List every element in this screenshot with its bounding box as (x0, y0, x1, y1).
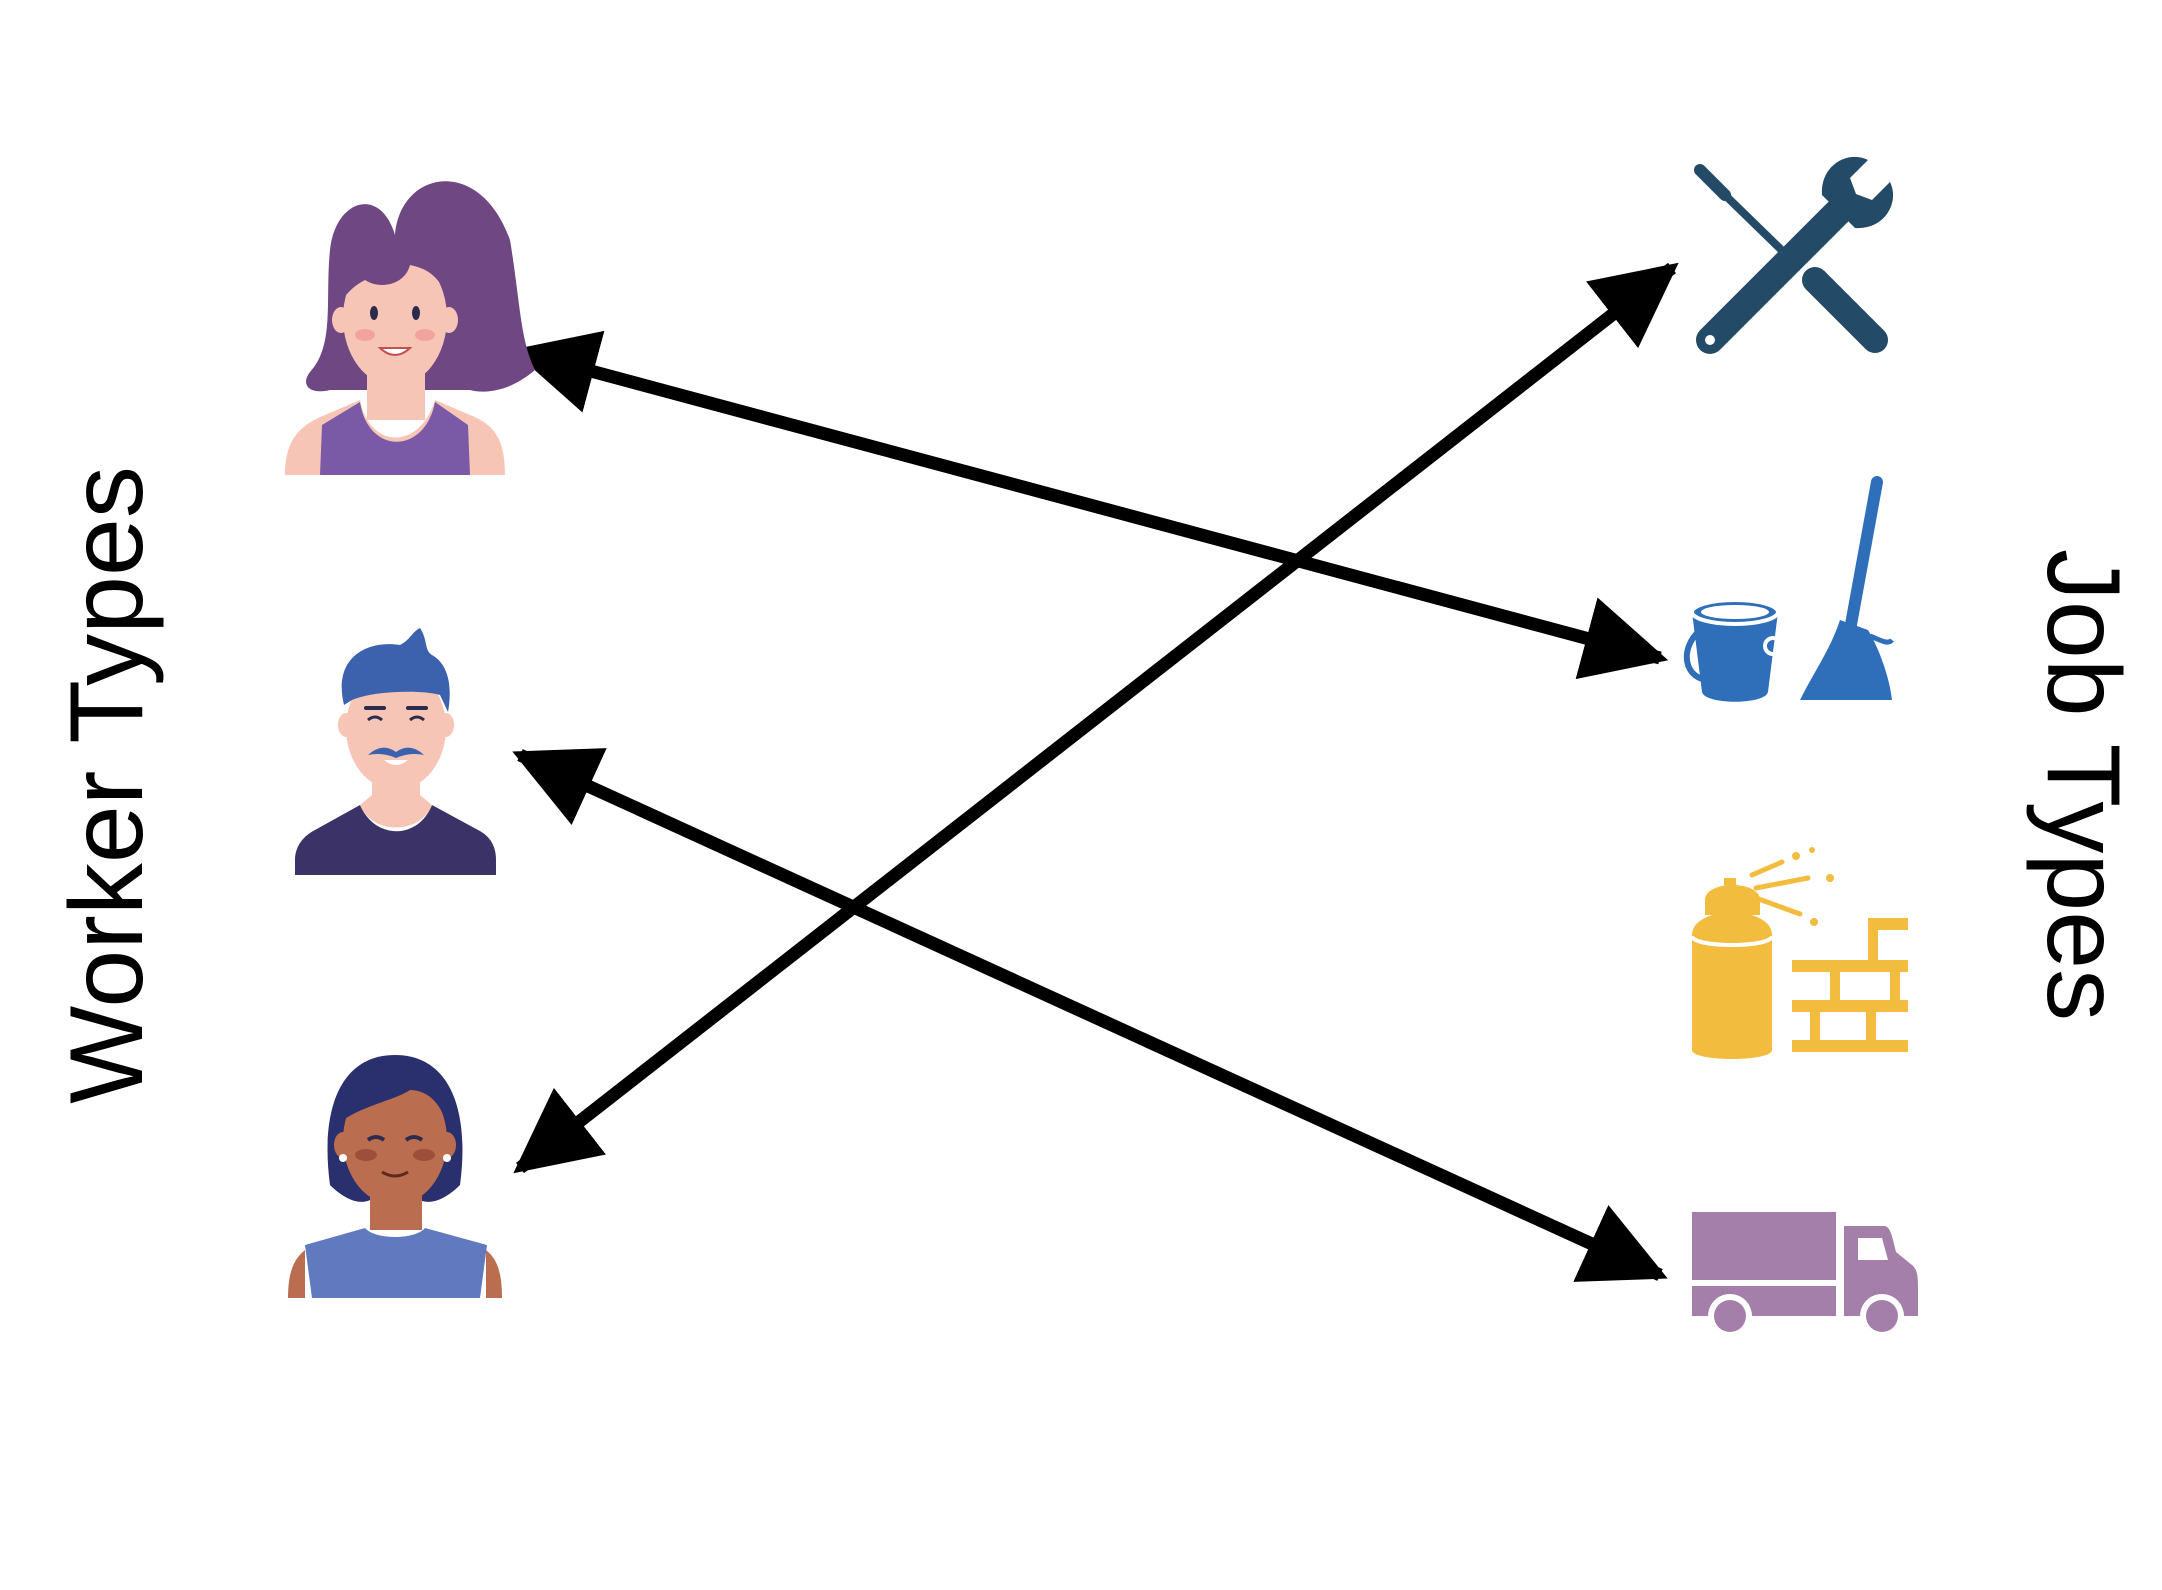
woman-dark-hair-icon (288, 1055, 502, 1298)
match-arrows (511, 262, 1679, 1282)
bricks-icon (1792, 918, 1908, 1052)
broom-icon (1800, 476, 1894, 700)
wrench-screwdriver-icon (1694, 156, 1894, 354)
job-types-label: Job Types (2025, 549, 2141, 1021)
match-arrow-worker-purple-hair-woman-to-job-cleaning (511, 330, 1669, 680)
woman-purple-hair-icon (285, 181, 535, 475)
bucket-icon (1683, 598, 1783, 702)
truck-icon (1692, 1212, 1918, 1338)
bucket-broom-icon (1683, 476, 1894, 702)
spray-can-bricks-icon (1690, 847, 1908, 1059)
man-blue-hair-mustache-icon (295, 628, 496, 875)
worker-types-label: Worker Types (49, 466, 165, 1104)
wrench-icon (1696, 156, 1894, 354)
match-arrow-worker-blue-hair-man-to-job-delivery (512, 748, 1668, 1282)
match-arrow-worker-dark-hair-woman-to-job-repair (513, 262, 1679, 1174)
spray-can-icon (1690, 847, 1834, 1059)
